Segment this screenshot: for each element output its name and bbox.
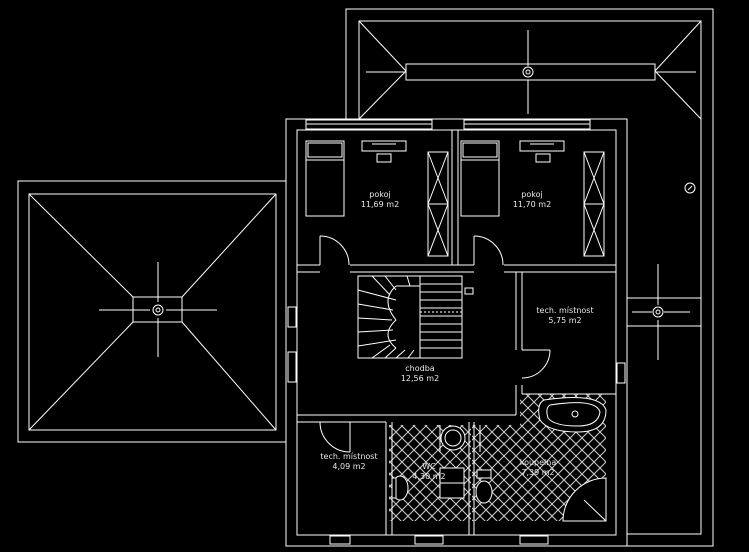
room-name: tech. místnost: [320, 452, 378, 461]
desk-left: [361, 140, 407, 163]
room-area: 5,75 m2: [548, 316, 582, 325]
room-name: pokoj: [369, 190, 391, 199]
room-area: 11,70 m2: [512, 200, 552, 209]
wardrobe-right: [583, 151, 605, 257]
room-label-tech-room-left: tech. místnost 4,09 m2: [314, 452, 384, 472]
room-area: 4,09 m2: [332, 462, 366, 471]
staircase: [357, 275, 474, 359]
room-name: chodba: [405, 364, 435, 373]
exterior-walls: [285, 118, 628, 547]
room-label-bedroom-left: pokoj 11,69 m2: [350, 190, 410, 210]
room-area: 7,39 m2: [521, 468, 555, 477]
room-name: tech. místnost: [536, 306, 594, 315]
bathtub: [538, 397, 607, 433]
room-label-tech-room-right: tech. místnost 5,75 m2: [530, 306, 600, 326]
room-area: 4,30 m2: [412, 472, 446, 481]
roof-left: [17, 180, 287, 443]
room-label-hallway: chodba 12,56 m2: [390, 364, 450, 384]
room-name: WC: [422, 462, 436, 471]
room-name: koupelna: [519, 458, 557, 467]
bed-right: [460, 140, 500, 217]
room-area: 11,69 m2: [360, 200, 400, 209]
doors: [319, 235, 551, 453]
roof-right: [345, 8, 714, 547]
wc-fixtures: [391, 425, 493, 504]
interior-walls: [297, 130, 616, 535]
room-label-bedroom-right: pokoj 11,70 m2: [502, 190, 562, 210]
room-area: 12,56 m2: [400, 374, 440, 383]
room-label-bathroom: koupelna 7,39 m2: [508, 458, 568, 478]
cut-markers: [290, 351, 294, 383]
bed-left: [305, 140, 345, 217]
desk-right: [519, 140, 565, 163]
room-label-wc: WC 4,30 m2: [404, 462, 454, 482]
wardrobe-left: [427, 151, 449, 257]
shower: [562, 477, 607, 522]
room-name: pokoj: [521, 190, 543, 199]
